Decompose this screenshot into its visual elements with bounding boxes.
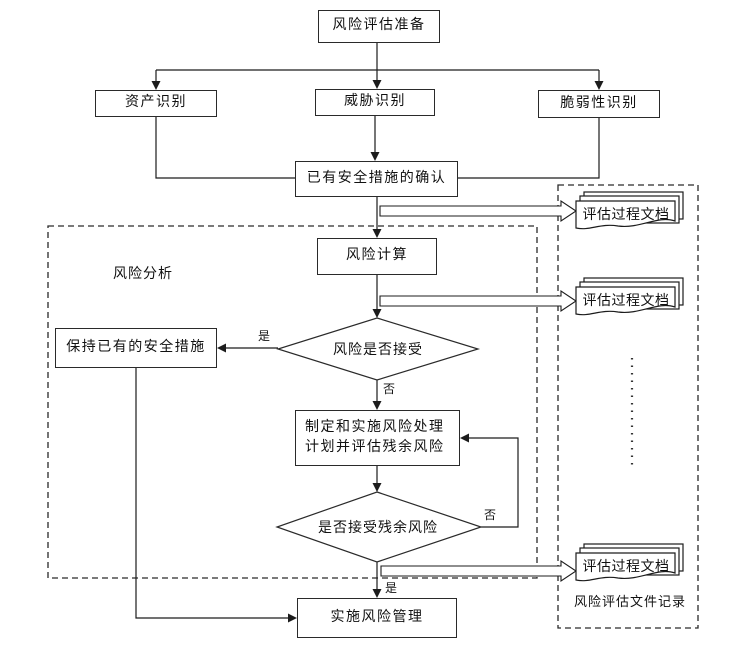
block-arrows [379,199,577,583]
label-yes-1: 是 [258,329,271,343]
document-stack-1 [575,191,684,230]
block-arrow-2 [379,289,577,313]
label-risk-analysis: 风险分析 [113,267,173,282]
node-asset-identification: 资产识别 [95,90,217,117]
document-stack-3 [575,543,684,582]
node-risk-treatment-plan: 制定和实施风险处理计划并评估残余风险 [295,410,460,466]
diamond-risk-accept [275,317,481,381]
block-arrow-1 [379,199,577,223]
block-arrow-3 [380,559,577,583]
connector-vuln-to-confirm [458,118,600,179]
dashed-region-file-records [557,184,699,629]
arrowheads [151,80,604,623]
connectors [135,43,600,619]
connector-asset-to-confirm [155,117,295,179]
label-no-2: 否 [484,508,497,522]
node-threat-identification: 威胁识别 [315,89,435,116]
decision-diamonds [275,317,483,563]
node-risk-assessment-preparation: 风险评估准备 [318,10,440,43]
node-risk-treatment-plan-text: 制定和实施风险处理计划并评估残余风险 [305,419,445,455]
node-risk-calculation: 风险计算 [317,238,437,275]
connector-residual-no-loop [469,437,519,528]
dashed-region-risk-analysis [47,225,538,579]
node-vulnerability-identification: 脆弱性识别 [538,90,660,118]
document-stack-2 [575,277,684,316]
node-implement-risk-management: 实施风险管理 [297,598,457,638]
node-keep-existing-measures: 保持已有的安全措施 [55,328,217,368]
label-no-1: 否 [383,382,396,396]
node-confirm-existing-measures: 已有安全措施的确认 [295,161,458,197]
label-yes-2: 是 [385,581,398,595]
diamond-residual-accept [275,491,483,563]
connector-keep-to-implement [135,368,288,619]
